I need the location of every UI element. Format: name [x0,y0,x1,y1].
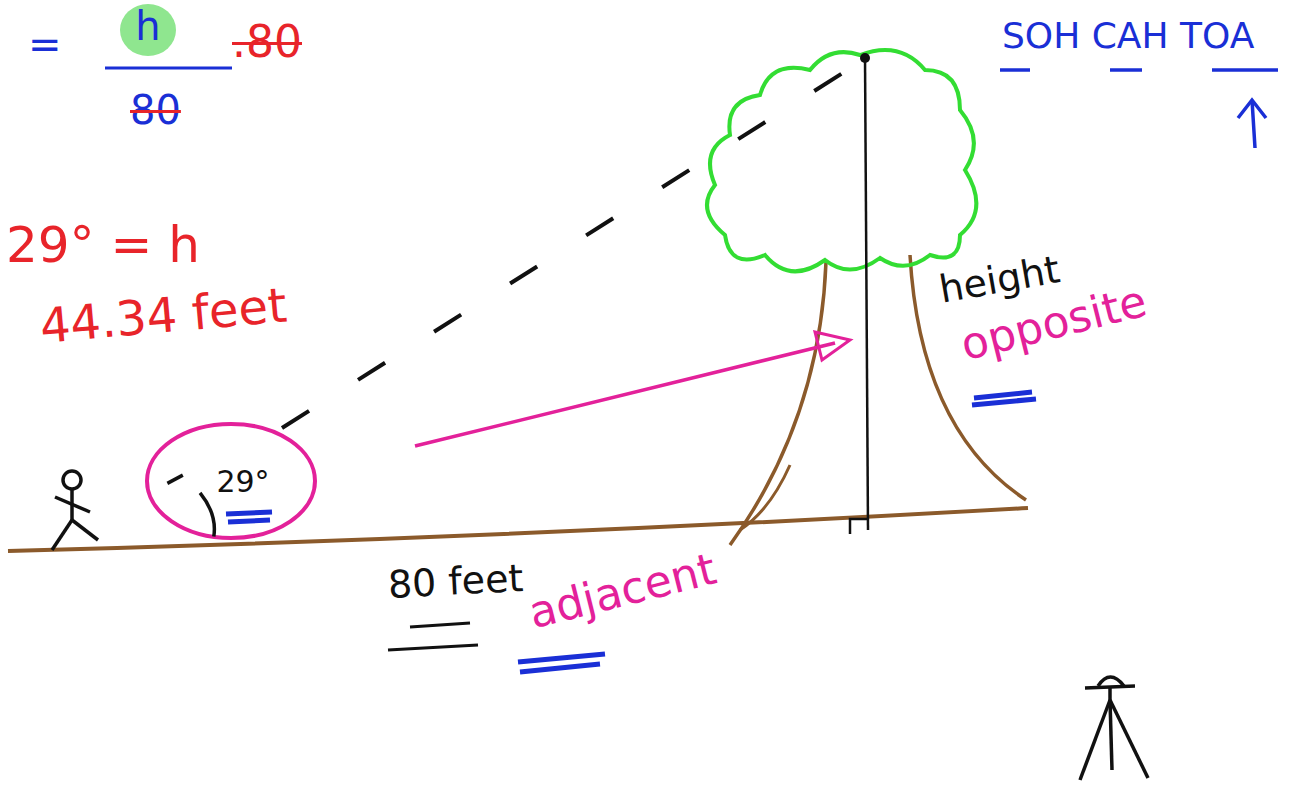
dimension-underline [388,623,478,650]
tree-root [740,465,790,530]
fraction-bar [105,67,232,70]
annotation-label: = [28,22,62,66]
person-figure [52,471,98,550]
tree-trunk [730,262,826,545]
annotation-label: 80 feet [387,558,524,607]
tree-top-point [860,53,870,63]
tree-canopy [707,50,976,271]
line-of-sight [282,62,860,428]
annotation-label: SOH CAH TOA [1002,16,1254,56]
tripod-figure [1080,677,1148,780]
annotation-label: adjacent [524,545,721,638]
mnemonic-marks [1000,70,1278,148]
height-line [865,58,868,530]
annotation-label: .80 [232,18,302,66]
highlight-circle: h [118,2,178,58]
pointer-arrow [415,343,835,446]
arrow-head [815,332,850,360]
node-text: h [135,4,160,48]
right-angle-mark [850,519,868,534]
annotation-label: 44.34 feet [38,279,289,353]
annotation-label: 29° = h [6,218,200,273]
annotation-label: 80 [130,88,181,132]
emphasis-underlines [226,392,1036,672]
angle-ellipse: 29° [145,422,317,540]
node-text: 29° [216,465,269,498]
